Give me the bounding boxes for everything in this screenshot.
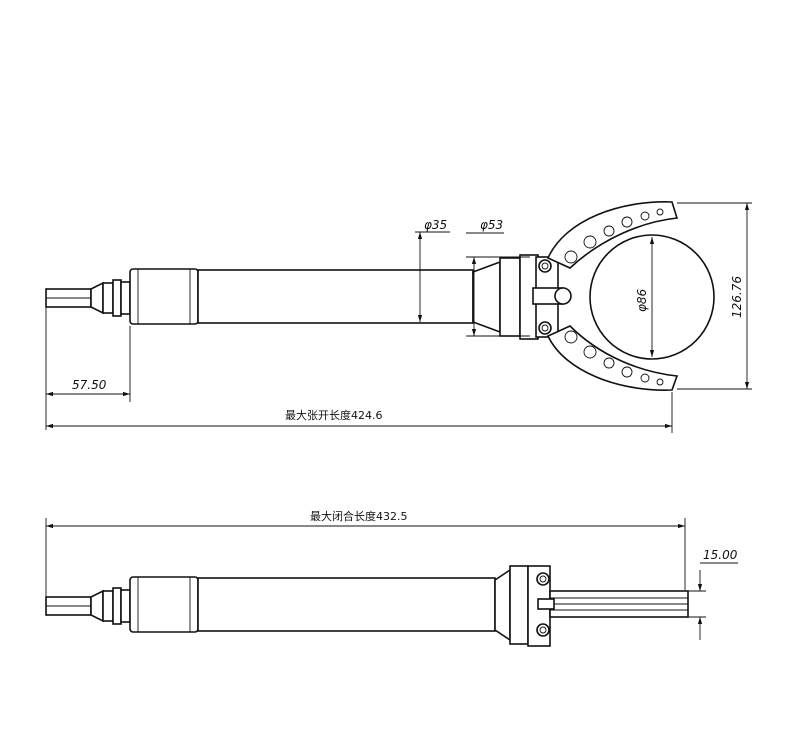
dim-closed-length-label: 最大闭合长度432.5 <box>310 509 408 523</box>
dim-phi86-label: φ86 <box>635 288 649 312</box>
dim-phi86: φ86 <box>635 237 655 357</box>
dim-15: 15.00 <box>688 548 738 640</box>
tool-open-view <box>45 201 715 391</box>
tool-closed-view <box>45 565 689 647</box>
dim-phi53-label: φ53 <box>480 218 503 232</box>
dim-57-50-label: 57.50 <box>72 378 107 392</box>
dim-phi53: φ53 <box>466 218 530 337</box>
dim-phi35-label: φ35 <box>424 218 447 232</box>
motor-housing-top <box>129 268 199 325</box>
dim-open-length-label: 最大张开长度424.6 <box>285 408 383 422</box>
dim-phi35: φ35 <box>415 218 450 322</box>
dim-126-76-label: 126.76 <box>730 276 744 318</box>
dim-closed-length: 最大闭合长度432.5 <box>45 509 686 598</box>
handle-tube-top <box>197 269 474 324</box>
dim-126-76: 126.76 <box>677 202 752 390</box>
dim-15-label: 15.00 <box>703 548 738 562</box>
cable-connector-top <box>90 281 104 315</box>
dim-57-50: 57.50 <box>45 307 131 430</box>
handle-tube-bottom <box>197 577 496 632</box>
dim-open-length: 最大张开长度424.6 <box>46 392 673 433</box>
motor-housing-bottom <box>129 576 199 633</box>
neck-flare-top <box>472 260 501 334</box>
